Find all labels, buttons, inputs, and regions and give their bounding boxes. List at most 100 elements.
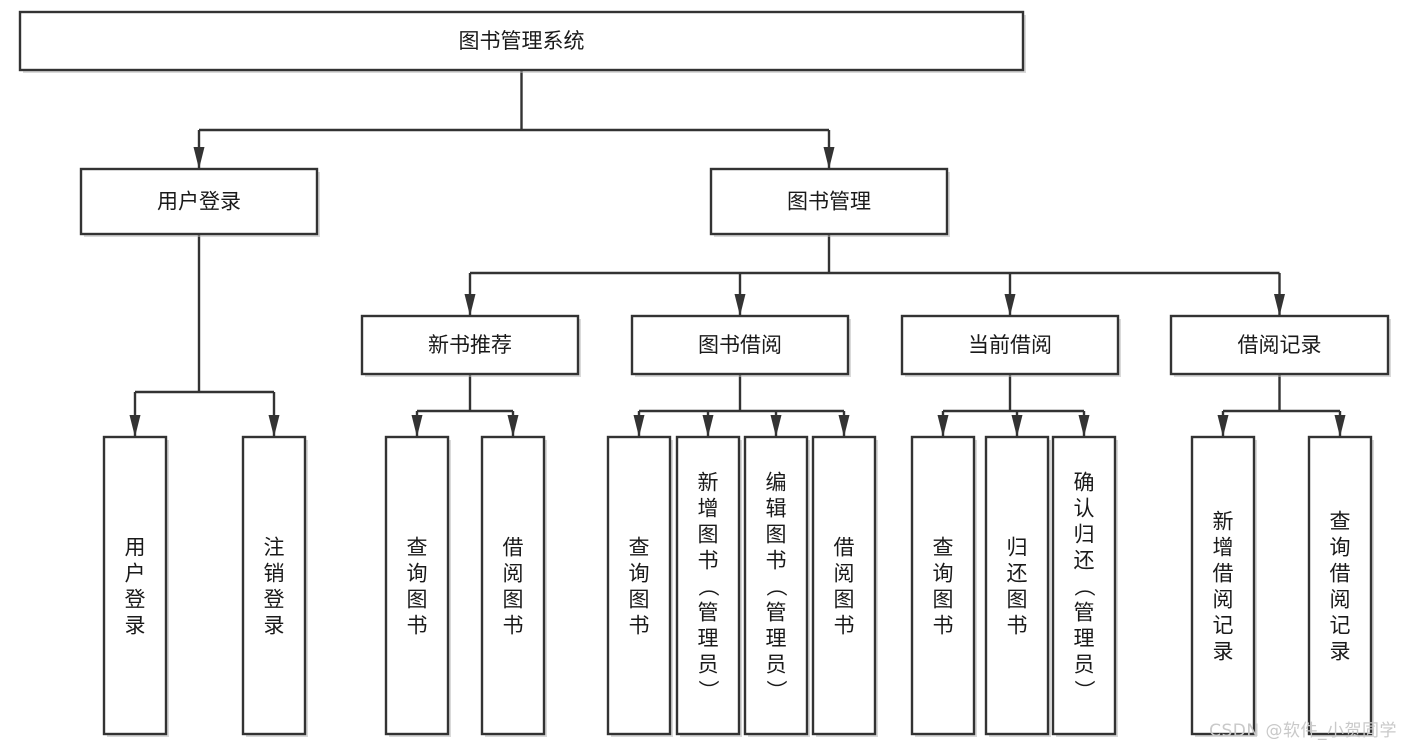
node-box[interactable] <box>630 314 850 376</box>
node-label-char: 新 <box>698 470 719 494</box>
node-label-char: 书 <box>933 613 954 637</box>
node-label-char: 图 <box>698 522 719 546</box>
node-box[interactable] <box>18 10 1025 72</box>
node-book-borrow[interactable]: 图书借阅 <box>630 314 851 377</box>
node-label-char: 图 <box>834 587 855 611</box>
node-label-char: 图 <box>933 587 954 611</box>
node-box[interactable] <box>910 435 976 736</box>
node-label-char: 归 <box>1007 535 1028 559</box>
node-box[interactable] <box>384 435 450 736</box>
node-label-char: 录 <box>264 613 285 637</box>
node-label-char: 员 <box>1074 652 1095 676</box>
node-box[interactable] <box>102 435 168 736</box>
arrowhead-icon <box>1217 415 1229 437</box>
node-box[interactable] <box>606 435 672 736</box>
node-label-char: 借 <box>1330 561 1351 585</box>
node-label-char: 户 <box>125 561 146 585</box>
node-label: 图书管理系统 <box>459 29 585 53</box>
node-label-char: 新 <box>1213 509 1234 533</box>
node-box[interactable] <box>1051 435 1117 736</box>
arrowhead-icon <box>1078 415 1090 437</box>
node-label-char: 询 <box>933 561 954 585</box>
node-label-char: 销 <box>264 561 285 585</box>
node-label-char: 理 <box>766 626 787 650</box>
arrowhead-icon <box>734 294 746 316</box>
node-label-char: 管 <box>766 600 787 624</box>
node-label-char: 录 <box>1213 639 1234 663</box>
arrowhead-icon <box>633 415 645 437</box>
node-box[interactable] <box>79 167 319 236</box>
node-box[interactable] <box>1190 435 1256 736</box>
node-label-char: 图 <box>503 587 524 611</box>
arrowhead-icon <box>411 415 423 437</box>
watermark-label: CSDN @软件_小贺同学 <box>1209 721 1397 741</box>
node-layer: 图书管理系统用户登录图书管理新书推荐图书借阅当前借阅借阅记录用户登录注销登录查询… <box>18 10 1391 737</box>
node-label-char: 借 <box>834 535 855 559</box>
node-label-char: 员 <box>766 652 787 676</box>
node-current-borrow[interactable]: 当前借阅 <box>900 314 1121 377</box>
node-label-char: 书 <box>629 613 650 637</box>
arrowhead-icon <box>193 147 205 169</box>
node-box[interactable] <box>984 435 1050 736</box>
arrowhead-icon <box>1004 294 1016 316</box>
node-label-char: 查 <box>629 535 650 559</box>
node-root[interactable]: 图书管理系统 <box>18 10 1026 73</box>
arrowhead-icon <box>1334 415 1346 437</box>
connector-layer <box>129 70 1346 437</box>
node-label: 新书推荐 <box>428 333 512 357</box>
node-label-char: 辑 <box>766 496 787 520</box>
arrowhead-icon <box>702 415 714 437</box>
arrowhead-icon <box>770 415 782 437</box>
node-leaf-user-login[interactable]: 用户登录 <box>102 435 169 737</box>
node-label-char: 查 <box>933 535 954 559</box>
node-label-char: 用 <box>125 535 146 559</box>
node-label-char: 认 <box>1074 496 1095 520</box>
node-label-char: 注 <box>264 535 285 559</box>
node-label-char: 书 <box>407 613 428 637</box>
node-box[interactable] <box>360 314 580 376</box>
node-new-book-recommend[interactable]: 新书推荐 <box>360 314 581 377</box>
node-box[interactable] <box>743 435 809 736</box>
node-label-char: 编 <box>766 470 787 494</box>
node-book-management[interactable]: 图书管理 <box>709 167 950 237</box>
node-box[interactable] <box>811 435 877 736</box>
node-label: 图书借阅 <box>698 333 782 357</box>
node-box[interactable] <box>480 435 546 736</box>
node-label-char: 书 <box>698 548 719 572</box>
node-borrow-record[interactable]: 借阅记录 <box>1169 314 1391 377</box>
node-label-char: 记 <box>1213 613 1234 637</box>
arrowhead-icon <box>1274 294 1285 316</box>
node-label-char: 管 <box>698 600 719 624</box>
node-box[interactable] <box>1307 435 1373 736</box>
node-label-char: 录 <box>1330 639 1351 663</box>
node-box[interactable] <box>241 435 307 736</box>
node-label-char: 图 <box>766 522 787 546</box>
node-label-char: 询 <box>407 561 428 585</box>
node-box[interactable] <box>675 435 741 736</box>
arrowhead-icon <box>823 147 835 169</box>
node-label-char: 图 <box>629 587 650 611</box>
node-label-char: 增 <box>698 496 719 520</box>
node-box[interactable] <box>900 314 1120 376</box>
node-label-char: 增 <box>1213 535 1234 559</box>
node-label-char: 理 <box>1074 626 1095 650</box>
node-label-char: 记 <box>1330 613 1351 637</box>
node-user-login[interactable]: 用户登录 <box>79 167 320 237</box>
node-label: 借阅记录 <box>1238 333 1322 357</box>
node-box[interactable] <box>709 167 949 236</box>
node-label-char: 阅 <box>834 561 855 585</box>
node-box[interactable] <box>1169 314 1390 376</box>
node-label-char: ） <box>696 680 720 701</box>
